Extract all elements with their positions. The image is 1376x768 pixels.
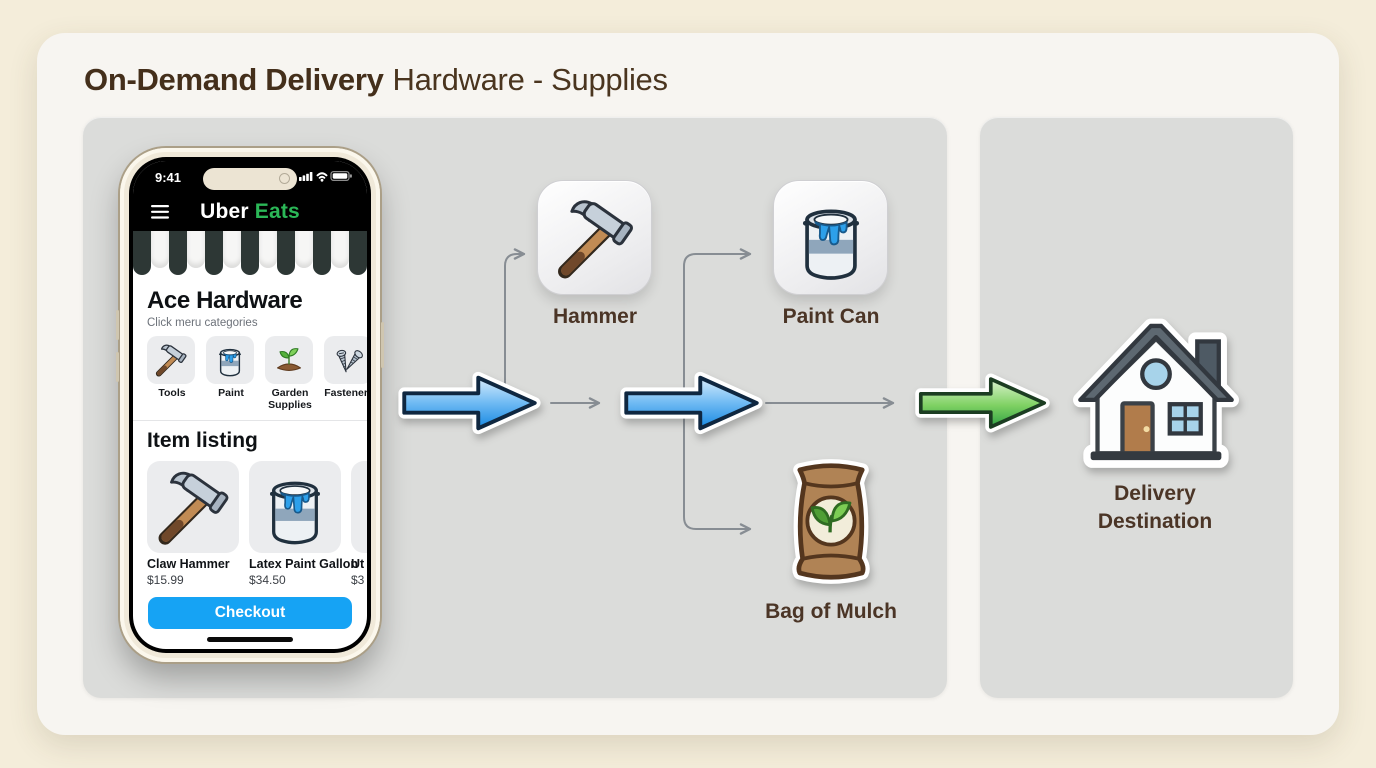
flow-arrow-1-icon (396, 366, 543, 440)
category-garden-tile[interactable] (265, 336, 313, 384)
hammer-icon (153, 342, 189, 378)
category-tools[interactable]: Tools (147, 336, 197, 411)
hammer-icon (551, 194, 639, 282)
phone-mockup: 9:41 (116, 148, 384, 662)
volume-up-button (116, 310, 119, 340)
paint-can-node-label: Paint Can (782, 305, 880, 328)
category-row: Tools Paint Garden Supplies (133, 329, 367, 411)
status-time: 9:41 (155, 170, 182, 185)
screws-icon (330, 342, 366, 378)
paint-can-icon (212, 342, 248, 378)
category-paint[interactable]: Paint (206, 336, 256, 411)
destination-label-line2: Destination (1097, 510, 1213, 533)
item-price: $15.99 (147, 573, 184, 587)
camera-icon (279, 173, 290, 184)
item-price: $3 (351, 573, 365, 587)
store-section: Ace Hardware Click meru categories (133, 279, 367, 329)
item-clipped[interactable]: Ut $3 (351, 461, 367, 587)
page-title-bold: On-Demand Delivery (84, 62, 384, 97)
status-icons (299, 170, 352, 182)
paint-can-node-tile (773, 180, 888, 295)
item-clipped-tile[interactable] (351, 461, 367, 553)
item-claw-hammer-tile[interactable] (147, 461, 239, 553)
brand-eats: Eats (254, 200, 300, 223)
item-claw-hammer[interactable]: Claw Hammer $15.99 (147, 461, 239, 587)
divider (133, 420, 367, 421)
category-garden-supplies[interactable]: Garden Supplies (265, 336, 315, 411)
checkout-button[interactable]: Checkout (148, 597, 352, 629)
store-awning (133, 231, 367, 279)
phone-screen: 9:41 (133, 161, 367, 649)
category-label: Garden Supplies (268, 387, 312, 411)
paint-can-icon (254, 466, 336, 548)
wifi-icon (316, 172, 328, 182)
store-name: Ace Hardware (147, 287, 303, 314)
menu-icon[interactable] (151, 205, 171, 219)
item-name: Latex Paint Gallon (249, 557, 359, 571)
category-label: Paint (218, 387, 244, 399)
item-latex-paint[interactable]: Latex Paint Gallon $34.50 (249, 461, 359, 587)
page-title-rest: Hardware - Supplies (392, 62, 668, 97)
item-listing-heading: Item listing (147, 429, 258, 452)
paint-can-icon (785, 192, 877, 284)
category-label: Tools (158, 387, 186, 399)
item-name: Claw Hammer (147, 557, 230, 571)
battery-icon (330, 170, 352, 182)
category-fasteners-tile[interactable] (324, 336, 367, 384)
brand-uber: Uber (200, 200, 249, 223)
item-name: Ut (351, 557, 365, 571)
category-label: Fasteners (324, 387, 367, 399)
store-subtitle: Click meru categories (147, 317, 258, 329)
status-and-header: 9:41 (133, 161, 367, 231)
flow-arrow-3-icon (912, 368, 1053, 438)
seedling-icon (271, 342, 307, 378)
hammer-node-label: Hammer (552, 305, 638, 328)
volume-down-button (116, 352, 119, 382)
destination-label: Delivery Destination (1055, 480, 1255, 536)
category-fasteners[interactable]: Fasteners (324, 336, 367, 411)
home-indicator (207, 637, 293, 642)
dynamic-island (203, 168, 297, 190)
mulch-node-label: Bag of Mulch (765, 600, 897, 623)
mulch-bag-icon (779, 450, 883, 592)
signal-icon (299, 172, 313, 181)
house-icon (1070, 296, 1242, 472)
category-paint-tile[interactable] (206, 336, 254, 384)
power-button (381, 322, 384, 368)
hammer-icon (152, 466, 234, 548)
category-tools-tile[interactable] (147, 336, 195, 384)
item-latex-paint-tile[interactable] (249, 461, 341, 553)
item-row: Claw Hammer $15.99 Latex Paint Gallon $3… (133, 453, 367, 587)
flow-arrow-2-icon (618, 366, 765, 440)
destination-label-line1: Delivery (1114, 482, 1196, 505)
item-price: $34.50 (249, 573, 286, 587)
hammer-node-tile (537, 180, 652, 295)
